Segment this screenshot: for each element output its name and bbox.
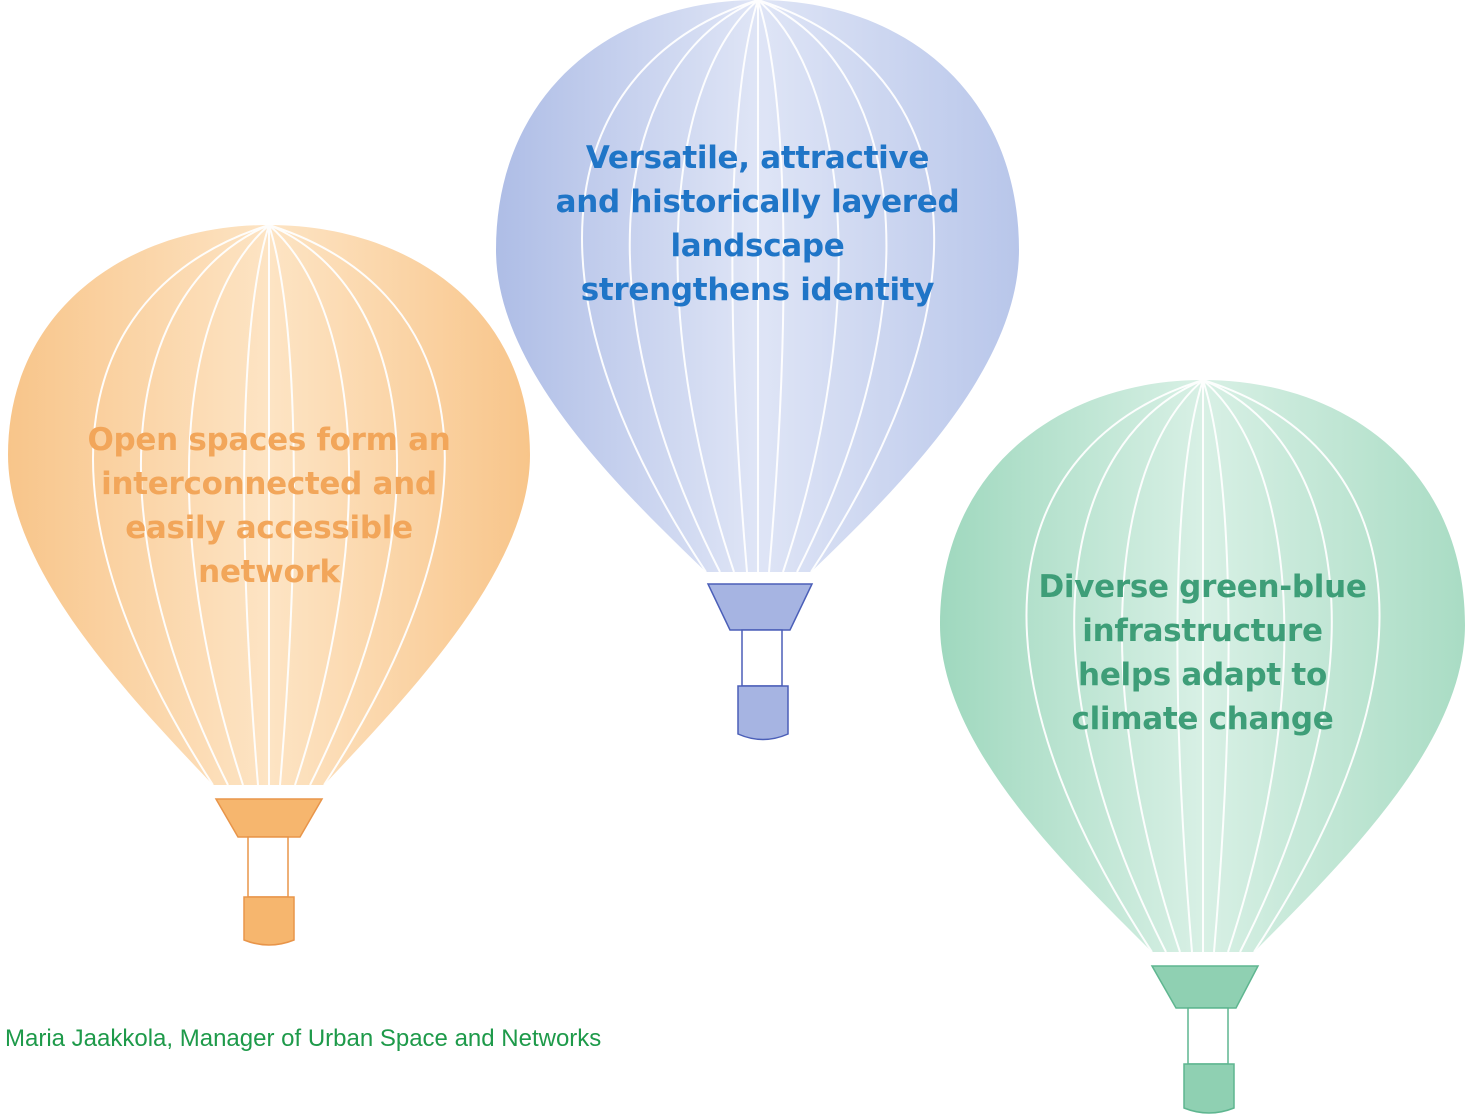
balloon-blue-line-2: and historically layered	[555, 184, 960, 220]
balloon-orange-text: Open spaces form an interconnected and e…	[8, 418, 530, 594]
balloon-blue-illustration	[496, 0, 1019, 741]
balloon-blue-line-3: landscape	[670, 228, 845, 264]
balloon-green-line-1: Diverse green-blue	[1038, 569, 1367, 605]
balloon-orange-line-2: interconnected and	[101, 466, 437, 502]
balloon-blue-line-4: strengthens identity	[580, 272, 935, 308]
balloon-green-line-4: climate change	[1071, 701, 1334, 737]
balloon-orange-line-3: easily accessible	[125, 510, 413, 546]
balloon-blue-text: Versatile, attractive and historically l…	[496, 136, 1019, 312]
balloon-green-line-2: infrastructure	[1082, 613, 1323, 649]
balloon-orange-line-1: Open spaces form an	[87, 422, 451, 458]
balloon-landscape-identity: Versatile, attractive and historically l…	[496, 0, 1019, 745]
balloon-green-line-3: helps adapt to	[1078, 657, 1327, 693]
balloon-blue-line-1: Versatile, attractive	[585, 140, 930, 176]
balloon-orange-line-4: network	[198, 554, 340, 590]
balloon-green-text: Diverse green-blue infrastructure helps …	[940, 565, 1465, 741]
balloon-open-spaces: Open spaces form an interconnected and e…	[8, 225, 530, 950]
author-caption: Maria Jaakkola, Manager of Urban Space a…	[5, 1025, 602, 1052]
balloon-green-blue-infrastructure: Diverse green-blue infrastructure helps …	[940, 380, 1465, 1118]
balloon-green-illustration	[940, 380, 1465, 1114]
balloon-orange-illustration	[8, 225, 530, 946]
